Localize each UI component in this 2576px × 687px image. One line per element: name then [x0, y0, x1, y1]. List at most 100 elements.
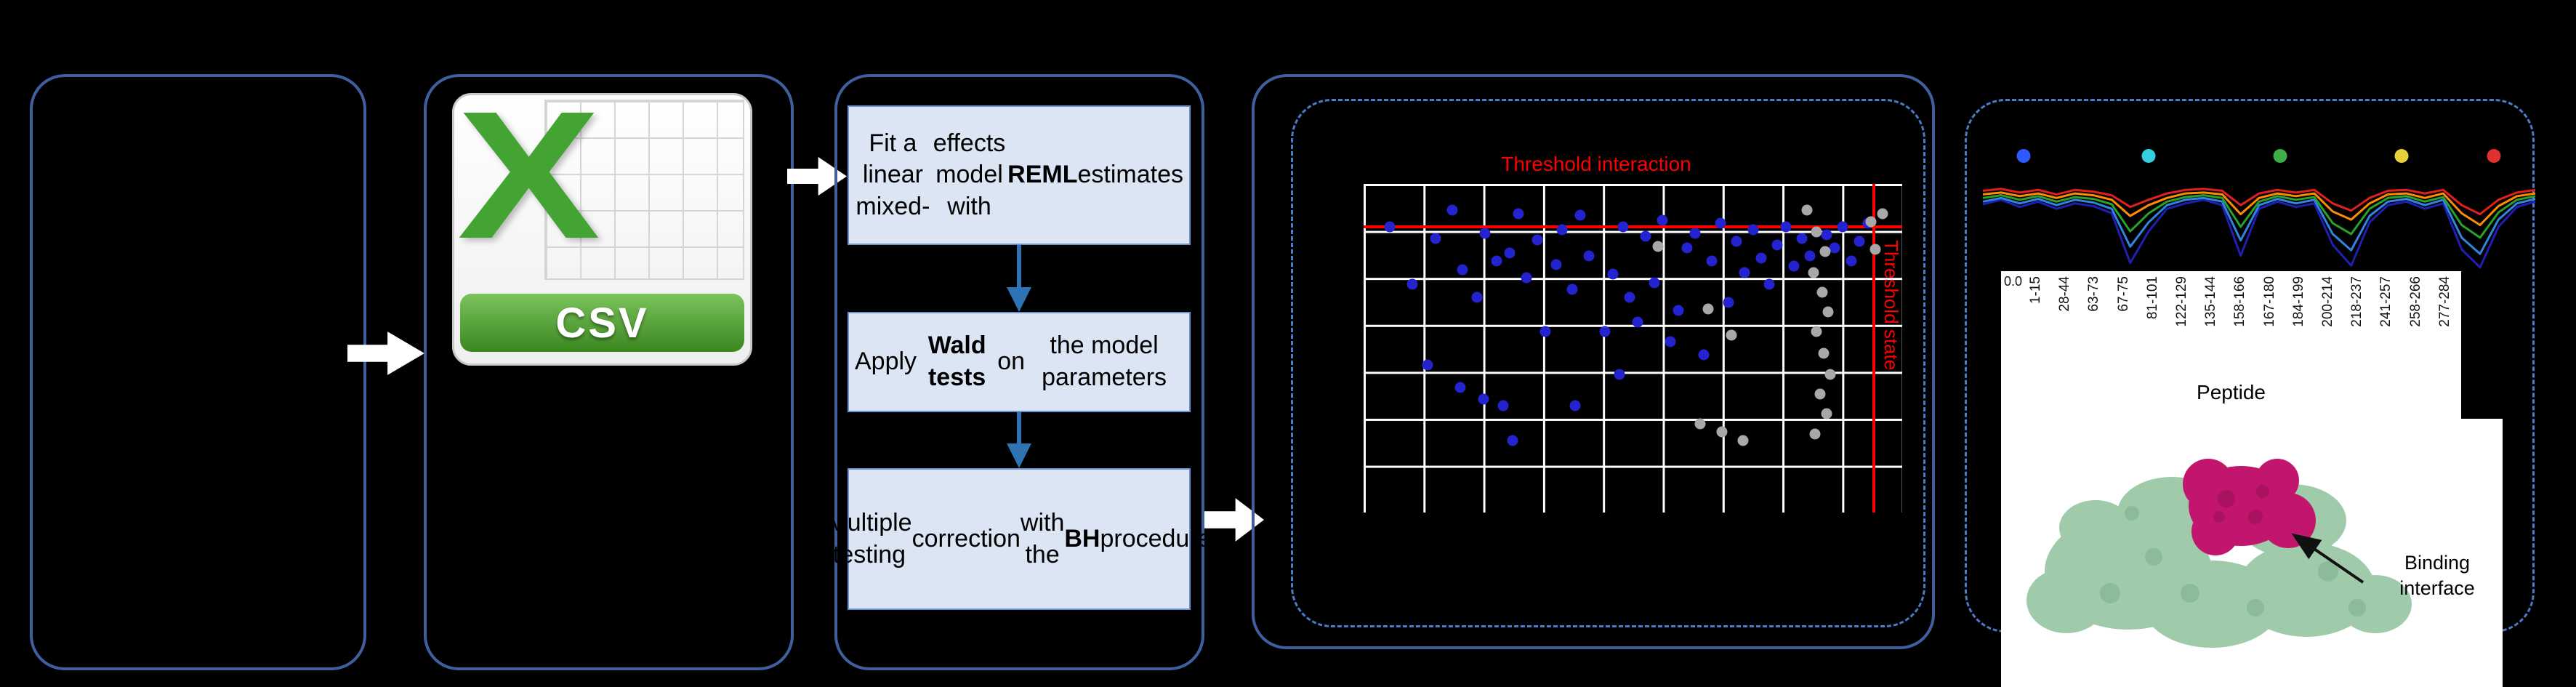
binding-interface-label: Binding interface [2399, 552, 2475, 600]
scatter-point [1583, 250, 1595, 262]
csv-ribbon: CSV [460, 294, 744, 352]
scatter-point [1649, 277, 1660, 289]
scatter-point [1652, 241, 1664, 252]
scatter-point [1497, 400, 1509, 411]
scatter-point [1689, 228, 1701, 239]
scatter-point [1846, 255, 1857, 267]
scatter-point [1731, 236, 1742, 247]
scatter-point [1715, 217, 1726, 229]
scatter-point [1811, 326, 1822, 337]
scatter-point [1808, 267, 1819, 278]
scatter-point [1821, 408, 1832, 419]
right-arrow-icon [787, 156, 847, 196]
condition-marker-dot [2394, 149, 2409, 163]
scatter-point [1491, 255, 1502, 267]
scatter-point [1614, 369, 1625, 380]
scatter-plot [1364, 184, 1902, 513]
scatter-point [1818, 347, 1830, 359]
scatter-point [1780, 221, 1792, 233]
scatter-point [1809, 428, 1821, 440]
scatter-point [1430, 233, 1441, 244]
scatter-point [1539, 326, 1551, 337]
scatter-point [1763, 278, 1775, 290]
protein-structure-image [2026, 459, 2412, 648]
peptide-tick-label: 67-75 [2115, 276, 2131, 312]
scatter-point [1702, 303, 1714, 315]
scatter-point [1694, 418, 1706, 430]
peptide-tick-label: 1-15 [2028, 276, 2043, 305]
scatter-point [1574, 209, 1586, 221]
peptide-tick-label: 28-44 [2057, 276, 2073, 312]
dashed-scatter-frame [1291, 99, 1925, 627]
scatter-point [1513, 208, 1524, 220]
scatter-point [1814, 388, 1826, 400]
y-axis-tick: 0.0 [2004, 274, 2023, 289]
scatter-point [1607, 268, 1619, 280]
binding-interface-arrow [2291, 533, 2364, 584]
binding-interface-region [2183, 459, 2316, 555]
scatter-point [1521, 272, 1532, 284]
peptide-tick-label: 167-180 [2261, 276, 2277, 327]
scatter-point [1566, 284, 1578, 295]
scatter-point [1454, 382, 1466, 393]
scatter-point [1531, 234, 1543, 246]
scatter-point [1865, 216, 1877, 228]
scatter-point [1737, 435, 1749, 446]
scatter-point [1822, 306, 1834, 318]
panel-csv [424, 74, 794, 670]
scatter-point [1617, 221, 1629, 233]
peptide-tick-label: 184-199 [2290, 276, 2306, 327]
uptake-series-red [1982, 188, 2536, 216]
peptide-axis-panel [2001, 271, 2461, 420]
scatter-point [1599, 326, 1611, 337]
scatter-point [1640, 230, 1651, 242]
scatter-point [1788, 260, 1800, 272]
down-arrow-icon [1007, 245, 1031, 312]
threshold-state-label: Threshold state [1880, 240, 1902, 371]
uptake-series-green [1982, 194, 2536, 239]
scatter-point [1457, 264, 1468, 276]
scatter-point [1869, 244, 1881, 255]
scatter-point [1755, 252, 1767, 264]
right-arrow-icon [347, 332, 424, 375]
scatter-point [1406, 278, 1418, 290]
condition-marker-dot [2016, 149, 2031, 163]
peptide-tick-label: 200-214 [2320, 276, 2336, 327]
panel-input [30, 74, 366, 670]
peptide-tick-label: 258-266 [2407, 276, 2423, 327]
scatter-point [1801, 204, 1813, 216]
uptake-series-skyblue [1982, 196, 2536, 255]
scatter-point [1550, 259, 1562, 270]
scatter-point [1804, 250, 1816, 262]
peptide-tick-label: 63-73 [2086, 276, 2102, 312]
peptide-tick-label: 122-129 [2174, 276, 2190, 327]
scatter-point [1446, 204, 1458, 216]
condition-markers [1983, 149, 2535, 165]
panel-scatter-results [1252, 74, 1935, 649]
scatter-point [1723, 297, 1734, 308]
scatter-point [1853, 236, 1865, 247]
scatter-point [1624, 292, 1635, 303]
threshold-interaction-line [1364, 225, 1902, 228]
uptake-series-navy [1982, 198, 2536, 269]
scatter-point [1681, 242, 1693, 254]
scatter-point [1665, 336, 1676, 347]
scatter-point [1824, 369, 1836, 380]
scatter-point [1384, 221, 1396, 233]
scatter-point [1479, 228, 1491, 239]
peptide-tick-label: 158-166 [2232, 276, 2248, 327]
scatter-point [1819, 246, 1831, 257]
excel-x-logo: X [457, 73, 600, 276]
scatter-point [1716, 426, 1728, 438]
scatter-point [1673, 305, 1684, 316]
peptide-axis-title: Peptide [2197, 381, 2266, 403]
scatter-point [1771, 239, 1783, 251]
scatter-point [1829, 242, 1840, 254]
condition-marker-dot [2487, 149, 2501, 163]
condition-marker-dot [2141, 149, 2156, 163]
scatter-point [1811, 226, 1822, 238]
